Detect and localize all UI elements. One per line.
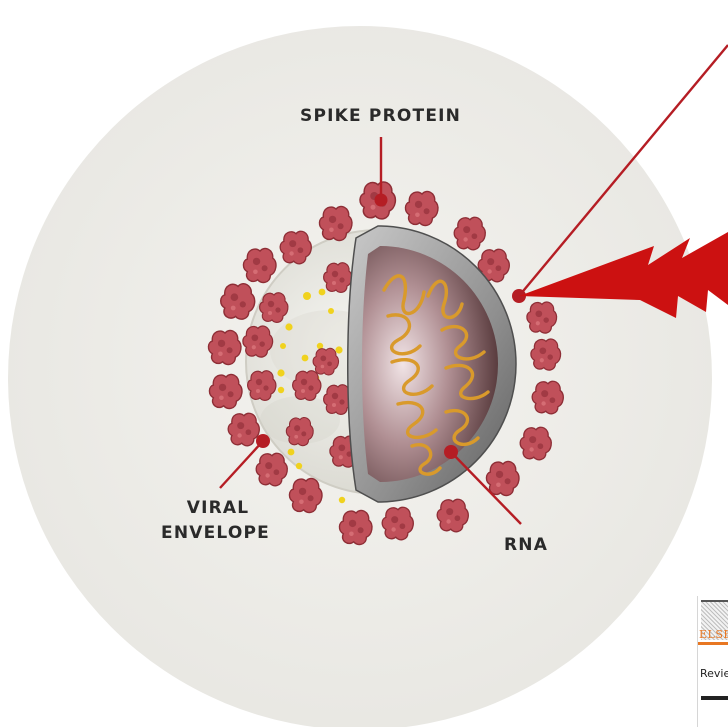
label-spike-protein: SPIKE PROTEIN (300, 104, 461, 129)
title-bar-fragment (701, 696, 728, 700)
label-rna: RNA (504, 533, 548, 558)
journal-card-fragment: ELSE Revie (697, 596, 728, 727)
publisher-name-fragment: ELSE (699, 628, 728, 641)
publisher-band (698, 642, 728, 645)
section-label-fragment: Revie (700, 667, 728, 680)
label-viral-envelope-line1: VIRAL (184, 496, 252, 521)
label-viral-envelope-line2: ENVELOPE (161, 521, 270, 546)
